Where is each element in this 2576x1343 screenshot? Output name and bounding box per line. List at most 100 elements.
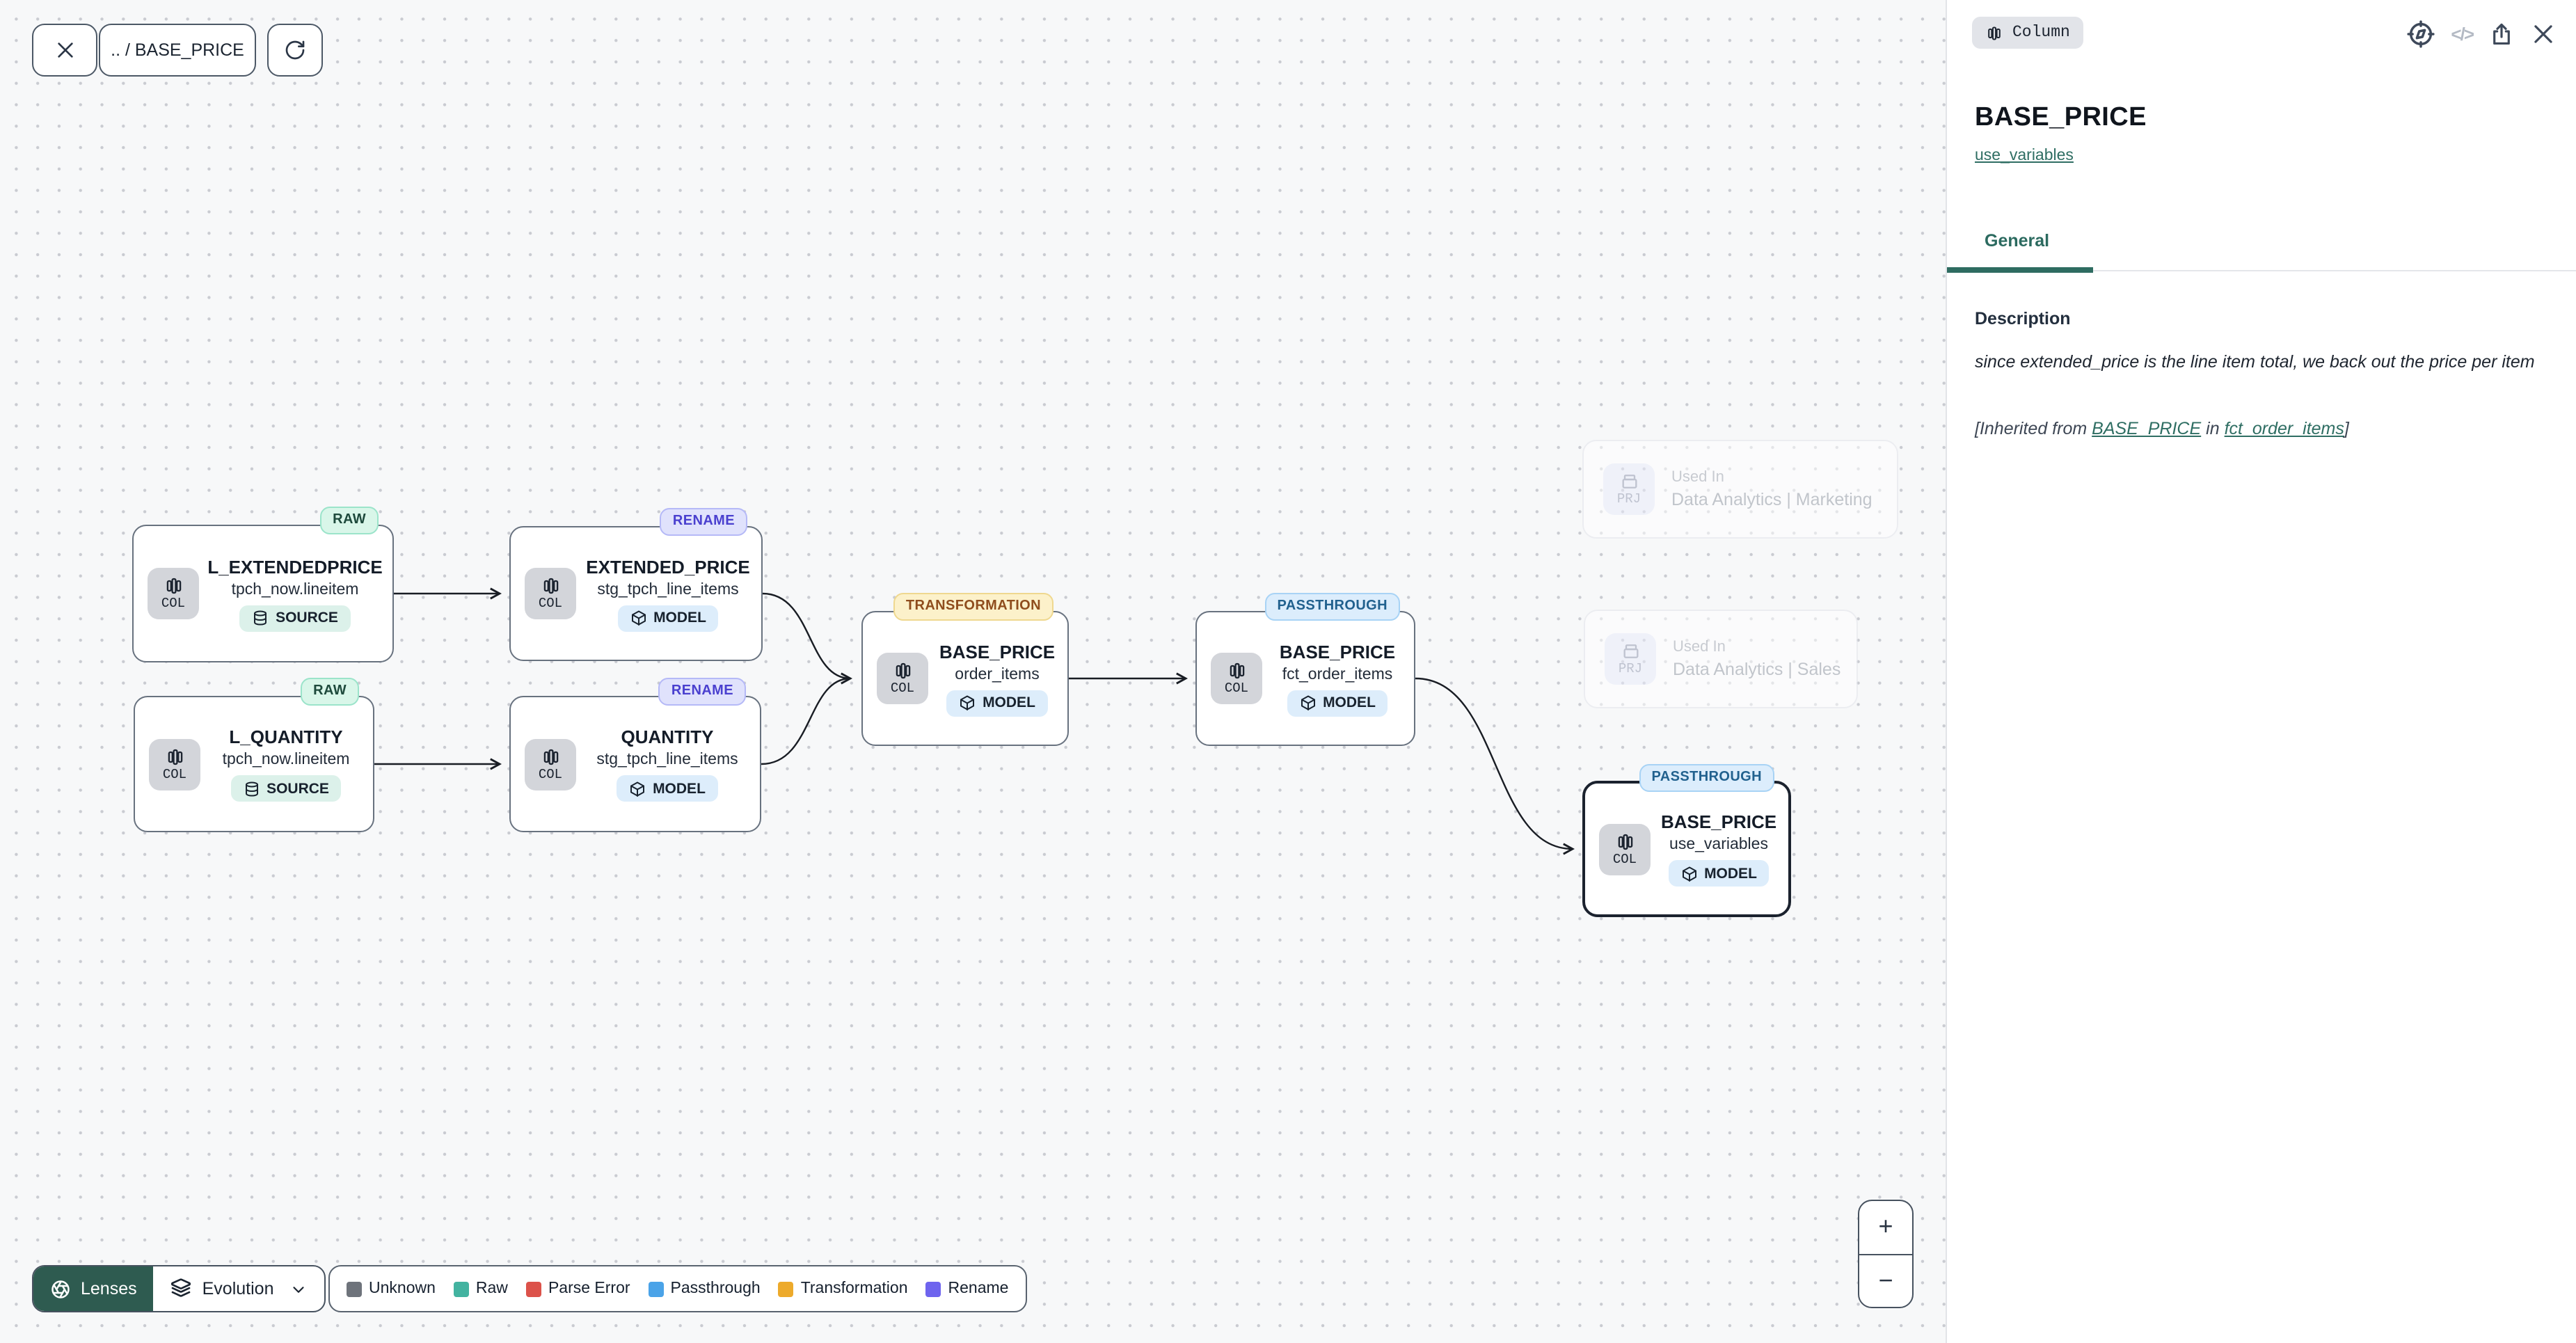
columns-icon — [541, 577, 560, 596]
materialization-chip: MODEL — [1287, 690, 1388, 716]
chip-label: MODEL — [1323, 694, 1376, 711]
node-subtitle: fct_order_items — [1282, 666, 1393, 683]
node-title: BASE_PRICE — [1279, 641, 1396, 662]
panel-close-icon[interactable] — [2530, 21, 2557, 47]
legend-item-rename: Rename — [925, 1280, 1008, 1297]
used-in-label: Used In — [1671, 469, 1724, 486]
columns-icon — [1615, 832, 1635, 852]
chip-label: SOURCE — [267, 780, 329, 797]
chip-label: MODEL — [1704, 865, 1757, 882]
archive-icon — [1621, 642, 1640, 662]
materialization-chip: MODEL — [1668, 860, 1770, 887]
chip-label: MODEL — [653, 780, 706, 797]
inherited-model-link[interactable]: fct_order_items — [2224, 419, 2344, 438]
database-icon — [243, 780, 260, 797]
chevron-down-icon — [289, 1280, 308, 1298]
node-subtitle: order_items — [955, 666, 1040, 683]
explore-compass-icon[interactable] — [2406, 19, 2435, 49]
panel-title: BASE_PRICE — [1975, 103, 2147, 132]
entity-type-label: Column — [2012, 24, 2070, 42]
lenses-button[interactable]: Lenses — [33, 1266, 154, 1311]
materialization-chip: MODEL — [617, 775, 718, 802]
project-kind-label: PRJ — [1618, 661, 1643, 677]
refresh-button[interactable] — [267, 24, 323, 77]
chip-label: MODEL — [983, 694, 1035, 711]
legend-swatch — [925, 1281, 941, 1296]
node-subtitle: tpch_now.lineitem — [231, 581, 359, 598]
breadcrumb[interactable]: .. / BASE_PRICE — [99, 24, 256, 77]
lens-mode-dropdown[interactable]: Evolution — [154, 1266, 324, 1311]
lineage-node-base-price-use-variables[interactable]: PASSTHROUGH COL BASE_PRICE use_variables… — [1582, 764, 1791, 917]
used-in-name: Data Analytics | Marketing — [1671, 490, 1873, 509]
chip-label: MODEL — [653, 610, 706, 626]
column-kind-label: COL — [1612, 851, 1637, 867]
column-kind-label: COL — [538, 596, 563, 612]
layers-icon — [170, 1278, 193, 1300]
columns-icon — [1227, 662, 1246, 681]
lineage-canvas[interactable]: .. / BASE_PRICE PRJ Used In Data Analyti… — [0, 0, 1946, 1343]
inherited-column-link[interactable]: BASE_PRICE — [2092, 419, 2202, 438]
column-type-box: COL — [525, 738, 576, 790]
lenses-control: Lenses Evolution — [32, 1265, 326, 1312]
node-subtitle: stg_tpch_line_items — [596, 752, 738, 768]
lineage-node-base-price-fct-order-items[interactable]: PASSTHROUGH COL BASE_PRICE fct_order_ite… — [1195, 593, 1415, 746]
node-title: L_QUANTITY — [229, 726, 343, 747]
canvas-close-button[interactable] — [32, 24, 97, 77]
columns-icon — [893, 662, 912, 681]
close-icon — [54, 39, 76, 61]
project-kind-label: PRJ — [1616, 491, 1641, 507]
column-kind-label: COL — [538, 766, 563, 782]
zoom-out-button[interactable]: − — [1878, 1266, 1893, 1294]
tab-divider — [1947, 270, 2576, 271]
column-type-box: COL — [1599, 823, 1651, 875]
tab-general[interactable]: General — [1985, 231, 2050, 251]
column-kind-label: COL — [161, 596, 186, 612]
used-in-node-sales[interactable]: PRJ Used In Data Analytics | Sales — [1584, 610, 1858, 708]
lineage-node-l-extendedprice[interactable]: RAW COL L_EXTENDEDPRICE tpch_now.lineite… — [132, 507, 394, 662]
legend-item-raw: Raw — [453, 1280, 508, 1297]
code-icon[interactable]: </> — [2451, 24, 2474, 45]
edge-type-badge: PASSTHROUGH — [1264, 593, 1400, 621]
materialization-chip: MODEL — [617, 605, 719, 631]
cube-icon — [959, 694, 976, 711]
inherited-prefix: [Inherited from — [1975, 419, 2088, 438]
node-title: BASE_PRICE — [939, 641, 1056, 662]
column-kind-label: COL — [162, 766, 187, 782]
lineage-node-l-quantity[interactable]: RAW COL L_QUANTITY tpch_now.lineitem SOU… — [134, 678, 374, 832]
breadcrumb-label: .. / BASE_PRICE — [111, 40, 244, 60]
details-panel: Column </> BASE_PRICE use_variables Gene… — [1946, 0, 2576, 1343]
aperture-icon — [50, 1278, 71, 1299]
lineage-node-base-price-order-items[interactable]: TRANSFORMATION COL BASE_PRICE order_item… — [861, 593, 1069, 746]
lineage-node-quantity[interactable]: RENAME COL QUANTITY stg_tpch_line_items … — [509, 678, 761, 832]
chip-label: SOURCE — [276, 610, 338, 626]
zoom-in-button[interactable]: + — [1859, 1201, 1912, 1255]
cube-icon — [1680, 865, 1697, 882]
lenses-label: Lenses — [81, 1279, 137, 1298]
node-title: QUANTITY — [621, 726, 714, 747]
description-heading: Description — [1975, 309, 2071, 328]
edge-type-badge: RENAME — [660, 508, 747, 536]
share-icon[interactable] — [2488, 21, 2515, 47]
node-title: L_EXTENDEDPRICE — [207, 556, 383, 577]
edge-type-badge: RAW — [320, 507, 379, 534]
legend-item-unknown: Unknown — [347, 1280, 436, 1297]
legend-swatch — [525, 1281, 541, 1296]
column-type-box: COL — [877, 653, 928, 704]
legend-swatch — [778, 1281, 794, 1296]
used-in-name: Data Analytics | Sales — [1673, 660, 1841, 679]
columns-icon — [1986, 24, 2003, 41]
column-kind-label: COL — [890, 681, 915, 697]
columns-icon — [165, 747, 184, 767]
model-link[interactable]: use_variables — [1975, 148, 2074, 164]
refresh-icon — [284, 39, 306, 61]
cube-icon — [629, 780, 646, 797]
materialization-chip: MODEL — [946, 690, 1048, 716]
node-subtitle: tpch_now.lineitem — [222, 752, 350, 768]
legend-swatch — [347, 1281, 362, 1296]
zoom-controls: + − — [1858, 1200, 1914, 1308]
entity-type-badge: Column — [1972, 17, 2084, 49]
legend-item-passthrough: Passthrough — [648, 1280, 761, 1297]
lineage-node-extended-price[interactable]: RENAME COL EXTENDED_PRICE stg_tpch_line_… — [509, 508, 763, 661]
used-in-node-marketing[interactable]: PRJ Used In Data Analytics | Marketing — [1582, 440, 1898, 539]
